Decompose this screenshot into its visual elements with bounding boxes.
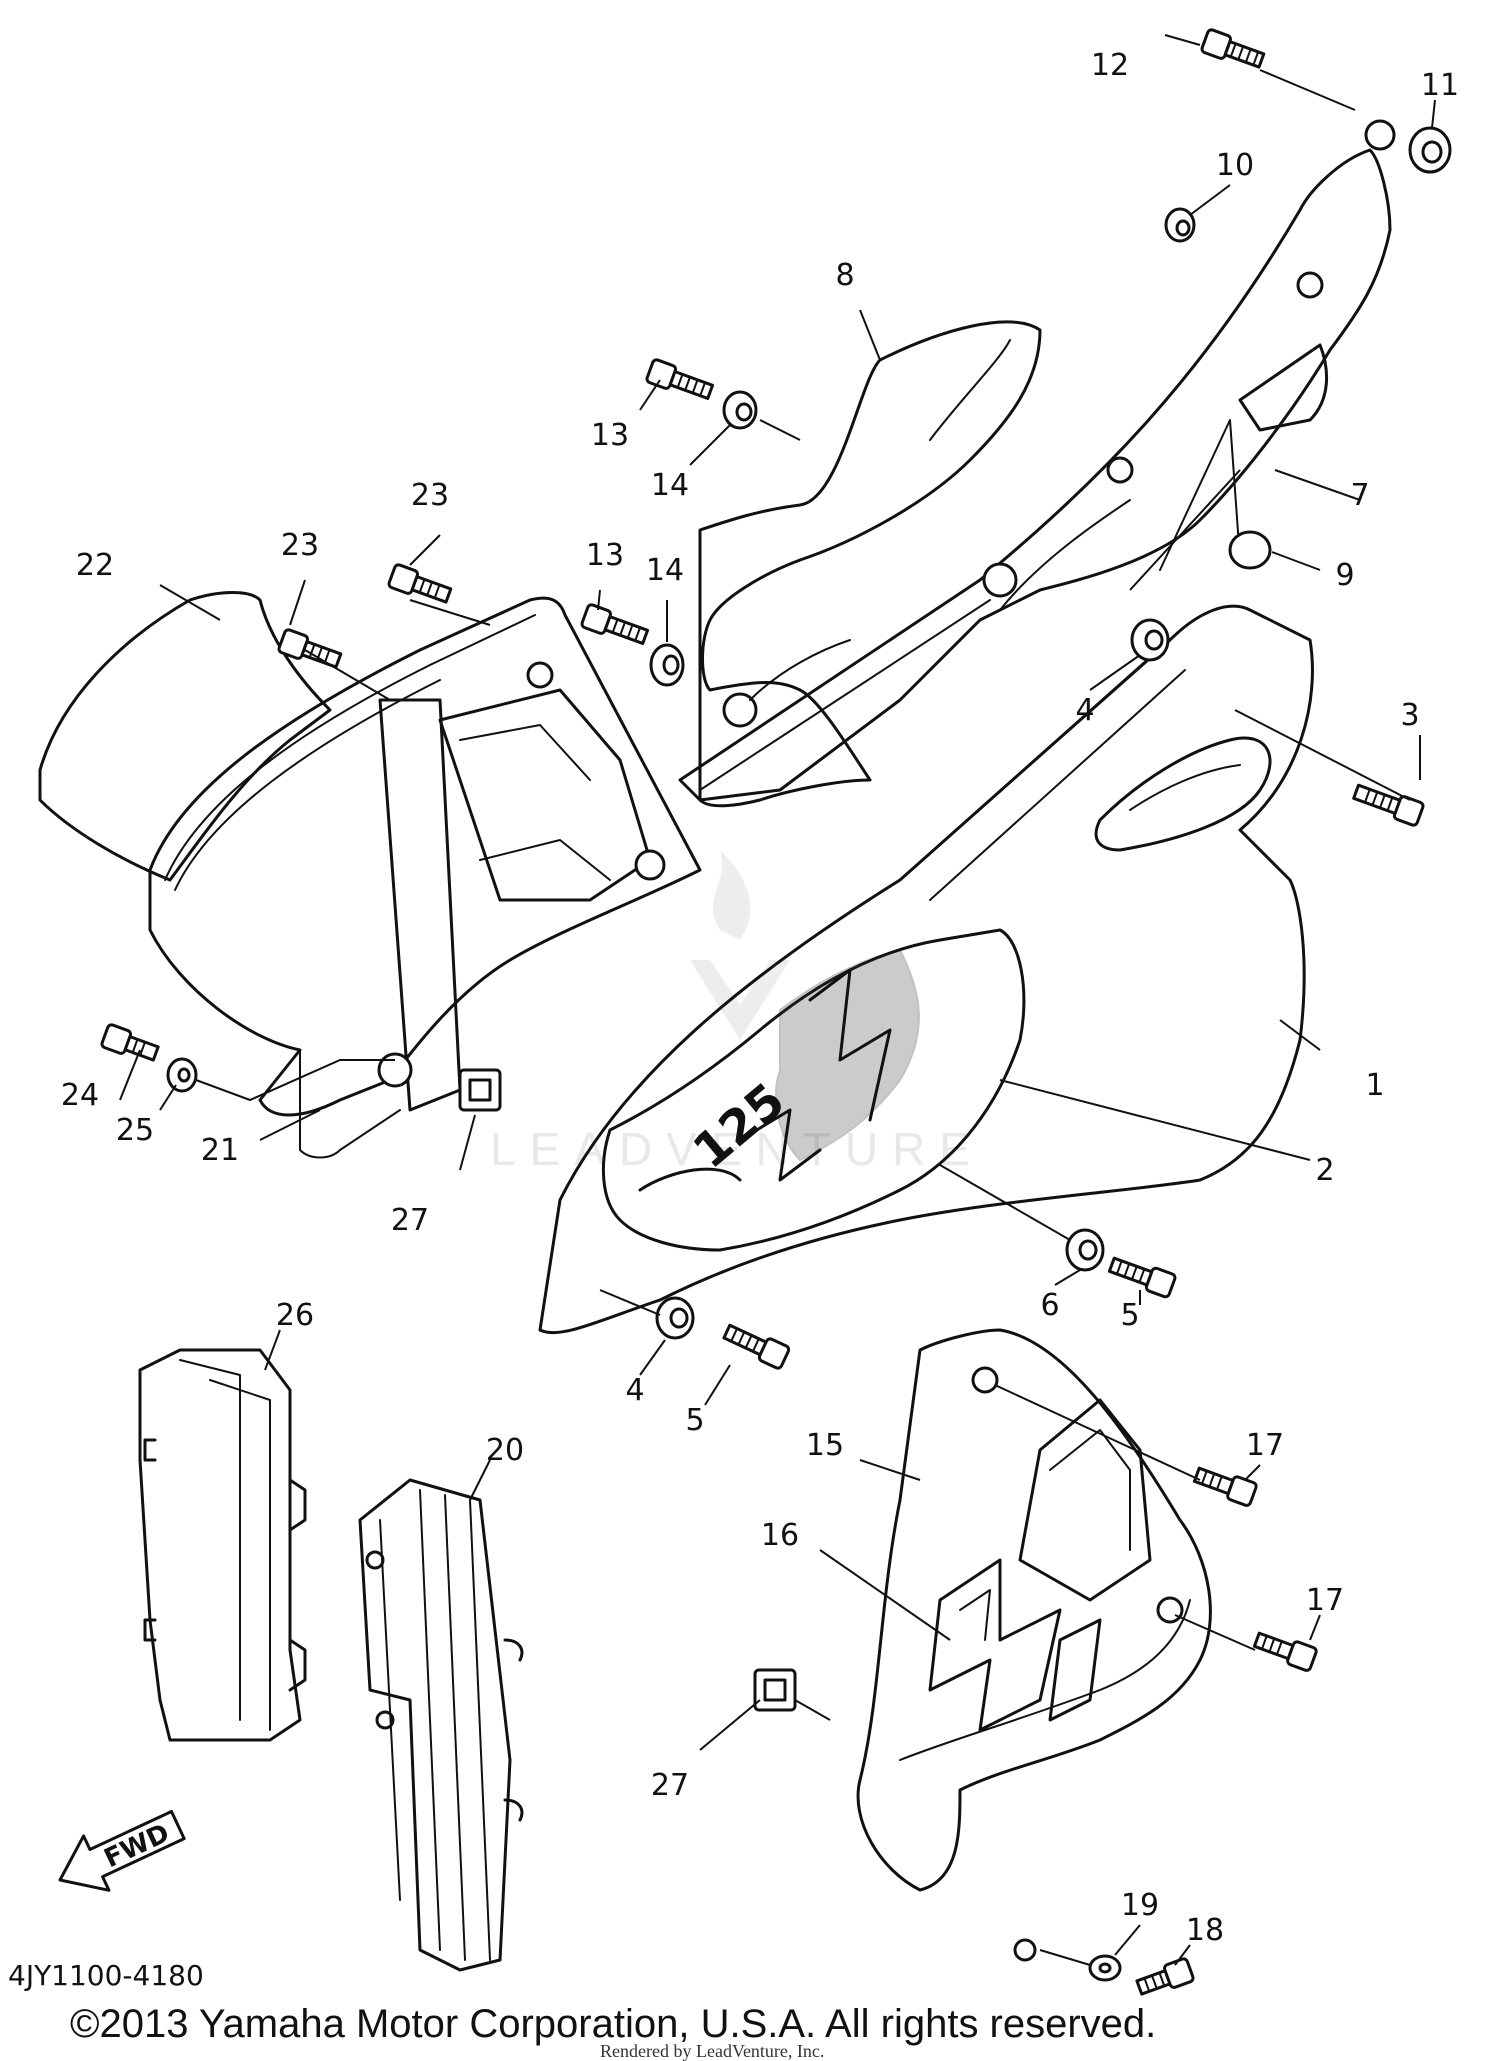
bolt-5-left (722, 1323, 791, 1370)
grommet-14-lower (649, 643, 685, 687)
part-7-side-cover (678, 119, 1396, 802)
bolt-23-lower (277, 628, 343, 669)
nut-11 (1408, 126, 1452, 174)
bolt-17-upper (1192, 1466, 1258, 1507)
grommet-14-upper (722, 390, 758, 430)
part-21-shroud (148, 596, 702, 1159)
part-27-clip-upper (458, 1068, 502, 1112)
callout-4: 4 (1075, 693, 1094, 728)
grommet-4-lower (655, 1296, 695, 1340)
bolt-23-upper (387, 563, 453, 604)
callout-5: 5 (685, 1403, 704, 1438)
grommet-10 (1164, 207, 1196, 243)
callout-18: 18 (1186, 1913, 1224, 1948)
drawing-code: 4JY1100-4180 (8, 1959, 204, 1992)
callout-25: 25 (116, 1113, 154, 1148)
fasteners (100, 28, 1452, 1996)
part-15-shroud (856, 1328, 1212, 1962)
callout-2: 2 (1315, 1153, 1334, 1188)
part-8-decal (698, 320, 1042, 808)
part-27-clip-lower (753, 1668, 797, 1712)
plug-9 (1228, 530, 1272, 570)
callout-4: 4 (625, 1373, 644, 1408)
callout-14: 14 (646, 553, 684, 588)
part-22-scoop (38, 591, 332, 882)
bolt-12 (1200, 28, 1266, 69)
part-26-radiator-guard (138, 1348, 307, 1742)
bolt-3 (1352, 783, 1425, 827)
callout-12: 12 (1091, 48, 1129, 83)
grommet-6 (1065, 1228, 1105, 1272)
part-2-decal: 125 (601, 928, 1026, 1252)
callout-19: 19 (1121, 1888, 1159, 1923)
callout-20: 20 (486, 1433, 524, 1468)
part-1-side-cover (538, 604, 1314, 1335)
callout-21: 21 (201, 1133, 239, 1168)
callout-26: 26 (276, 1298, 314, 1333)
callout-27: 27 (391, 1203, 429, 1238)
callout-23: 23 (411, 478, 449, 513)
callout-8: 8 (835, 258, 854, 293)
callout-11: 11 (1421, 68, 1459, 103)
part-20-radiator-guard (358, 1478, 524, 1972)
callout-6: 6 (1040, 1288, 1059, 1323)
callout-9: 9 (1335, 558, 1354, 593)
bolt-24 (100, 1023, 160, 1062)
callout-15: 15 (806, 1428, 844, 1463)
bolt-5-right (1107, 1256, 1177, 1299)
callout-13: 13 (591, 418, 629, 453)
watermark: LEADVENTURE (490, 850, 984, 1175)
washer-25 (166, 1057, 198, 1093)
watermark-text: LEADVENTURE (490, 1123, 984, 1175)
bolt-13-upper (645, 358, 715, 400)
callout-7: 7 (1350, 478, 1369, 513)
callout-13: 13 (586, 538, 624, 573)
callout-14: 14 (651, 468, 689, 503)
callout-22: 22 (76, 548, 114, 583)
callout-17: 17 (1306, 1583, 1344, 1618)
callout-10: 10 (1216, 148, 1254, 183)
copyright-text: ©2013 Yamaha Motor Corporation, U.S.A. A… (70, 2002, 1156, 2046)
leader-lines (119, 34, 1436, 1966)
bolt-17-lower (1252, 1631, 1318, 1672)
rendered-by-text: Rendered by LeadVenture, Inc. (600, 2041, 824, 2061)
callout-17: 17 (1246, 1428, 1284, 1463)
callout-23: 23 (281, 528, 319, 563)
washer-19 (1088, 1954, 1122, 1982)
part-16-decal (928, 1558, 1102, 1732)
callout-5: 5 (1120, 1298, 1139, 1333)
callout-24: 24 (61, 1078, 99, 1113)
callout-27: 27 (651, 1768, 689, 1803)
callout-1: 1 (1365, 1068, 1384, 1103)
callout-3: 3 (1400, 698, 1419, 733)
bolt-18 (1135, 1957, 1195, 1996)
grommet-4-upper (1130, 618, 1170, 662)
bolt-13-lower (580, 603, 650, 645)
callout-numbers: 1234455678910111213131414151617171819202… (61, 48, 1459, 1948)
callout-16: 16 (761, 1518, 799, 1553)
fwd-arrow: FWD (58, 1809, 186, 1892)
